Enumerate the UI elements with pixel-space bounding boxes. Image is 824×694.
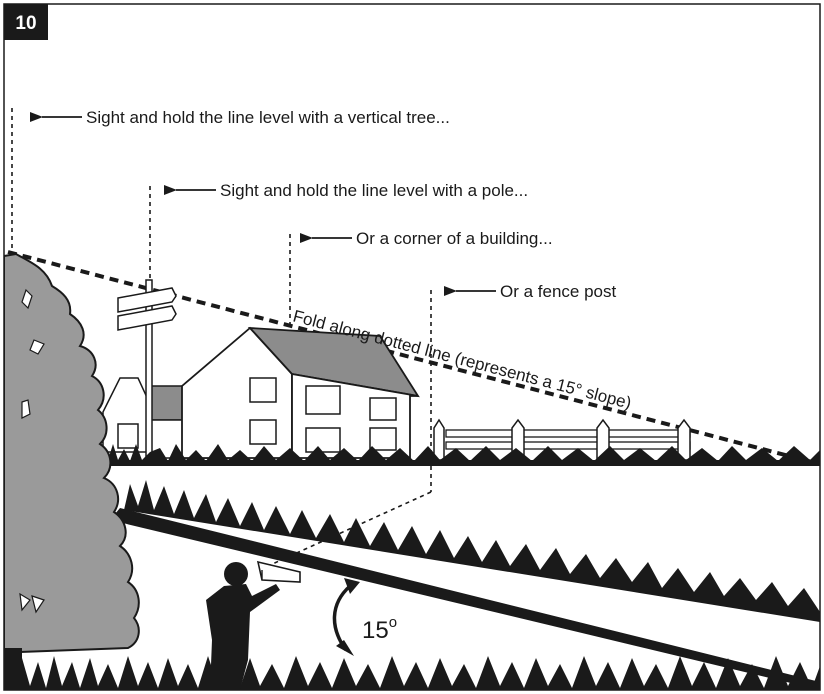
angle-value: 15o [362, 614, 397, 644]
tree [4, 252, 140, 690]
angle-number: 15 [362, 617, 389, 644]
pole-callout-label: Sight and hold the line level with a pol… [220, 181, 528, 200]
building-callout-label: Or a corner of a building... [356, 229, 553, 248]
tree-callout-label: Sight and hold the line level with a ver… [86, 108, 450, 127]
house [102, 326, 420, 459]
fence-callout-label: Or a fence post [500, 282, 617, 301]
fence [433, 418, 691, 461]
person-silhouette [206, 560, 301, 690]
angle-arrowhead-top [344, 578, 360, 594]
panel-border [3, 3, 821, 691]
utility-pole [117, 279, 177, 463]
step-number: 10 [15, 13, 36, 34]
viewer-sight-line [267, 491, 432, 567]
foreground-grass [4, 656, 820, 690]
slope-ground [110, 480, 820, 690]
step-badge: 10 [4, 4, 48, 40]
upper-ground [96, 444, 820, 466]
angle-degree-mark: o [389, 614, 397, 631]
angle-arrowhead-bottom [336, 640, 354, 656]
